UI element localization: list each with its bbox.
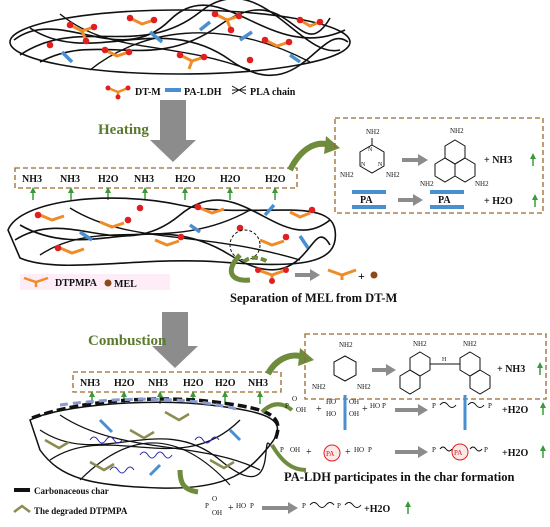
r1-ring-n-2: N xyxy=(361,162,366,168)
r2-ho-1: HO xyxy=(326,398,336,406)
separation-caption: Separation of MEL from DT-M xyxy=(230,291,398,305)
svg-text:+: + xyxy=(228,503,234,514)
r2-p-10: P xyxy=(250,502,254,510)
r2-h2o-3: +H2O xyxy=(364,504,390,515)
stage-heating-label: Heating xyxy=(98,122,149,138)
legend-bottom: Carbonaceous char The degraded DTPMPA xyxy=(13,486,128,516)
pla-symbol xyxy=(231,85,247,95)
legend-paldh: PA-LDH xyxy=(184,87,222,98)
gas-4: NH3 xyxy=(134,174,154,185)
pla-blob-top xyxy=(9,0,351,77)
r2-p-7: P xyxy=(432,446,436,454)
legend-dtpmpa: DTPMPA xyxy=(55,278,98,289)
gas-c-1: NH3 xyxy=(80,378,100,389)
gas-7: H2O xyxy=(265,174,286,185)
r2-pa-2: PA xyxy=(454,449,462,457)
legend-top: DT-M PA-LDH PLA chain xyxy=(105,85,296,100)
r2-p-8: P xyxy=(484,446,488,454)
reaction-box-heating: NH2 NH2 NH2 N N N NH2 NH2 NH2 + NH3 PA P… xyxy=(334,117,544,214)
svg-text:+: + xyxy=(358,269,365,283)
gas-6: H2O xyxy=(220,174,241,185)
r2-p-1: P xyxy=(285,402,289,410)
r2-ho-5: HO xyxy=(236,502,246,510)
pla-blob-middle xyxy=(7,197,337,271)
r2-nh3: + NH3 xyxy=(497,364,525,375)
r2-o-2: O xyxy=(212,495,217,503)
gas-c-4: H2O xyxy=(183,378,204,389)
char-blob xyxy=(29,397,280,489)
r2-amino-5: NH2 xyxy=(463,340,477,348)
legend-char: Carbonaceous char xyxy=(34,486,109,496)
r2-p-5: P xyxy=(280,446,284,454)
r2-p-9: P xyxy=(205,502,209,510)
combustion-arrow xyxy=(152,312,198,368)
svg-text:+: + xyxy=(306,447,312,458)
gas-c-5: H2O xyxy=(215,378,236,389)
r2-p-4: P xyxy=(488,402,492,410)
svg-text:+: + xyxy=(345,447,351,458)
r2-p-6: P xyxy=(368,446,372,454)
r1-ring-n-3: N xyxy=(378,162,383,168)
r2-h2o-2: +H2O xyxy=(502,448,528,459)
legend-middle: DTPMPA MEL xyxy=(20,274,170,290)
r1-pa-1: PA xyxy=(360,195,373,206)
r1-amino-2: NH2 xyxy=(340,171,354,179)
r1-amino-3: NH2 xyxy=(386,171,400,179)
r2-ho-2: HO xyxy=(326,410,336,418)
phosphonate-reactions: P O OH + HO HO OH OH + HO P P P +H2O P O… xyxy=(205,395,546,517)
r2-o-1: O xyxy=(292,395,297,403)
separation-scheme: + xyxy=(255,267,378,284)
r2-amino-2: NH2 xyxy=(312,383,326,391)
gas-c-2: H2O xyxy=(114,378,135,389)
gas-1: NH3 xyxy=(22,174,42,185)
r2-p-12: P xyxy=(337,502,341,510)
green-arrow-1 xyxy=(287,140,331,172)
paldh-symbol xyxy=(165,88,181,92)
r1-nh3: + NH3 xyxy=(484,155,512,166)
r2-oh-3: OH xyxy=(349,410,359,418)
legend-degraded: The degraded DTPMPA xyxy=(34,506,128,516)
svg-text:+: + xyxy=(362,404,368,415)
r2-bridge-h: H xyxy=(442,357,447,363)
heating-arrow xyxy=(150,100,196,162)
svg-text:+: + xyxy=(316,404,322,415)
r2-amino-4: NH2 xyxy=(413,340,427,348)
gas-box-heating: NH3 NH3 H2O NH3 H2O H2O H2O xyxy=(14,167,298,200)
r2-oh-2: OH xyxy=(349,398,359,406)
r1-amino-5: NH2 xyxy=(420,180,434,188)
gas-c-3: NH3 xyxy=(148,378,168,389)
r2-oh-5: OH xyxy=(212,509,222,517)
gas-2: NH3 xyxy=(60,174,80,185)
r2-oh-4: OH xyxy=(290,446,300,454)
r2-oh-1: OH xyxy=(296,406,306,414)
r2-p-11: P xyxy=(302,502,306,510)
r1-amino-4: NH2 xyxy=(450,127,464,135)
r1-pa-2: PA xyxy=(438,195,451,206)
r2-p-3: P xyxy=(432,402,436,410)
gas-3: H2O xyxy=(98,174,119,185)
gas-5: H2O xyxy=(175,174,196,185)
r2-ho-4: HO xyxy=(354,446,364,454)
r2-pa-1: PA xyxy=(326,450,334,458)
gas-c-6: NH3 xyxy=(248,378,268,389)
reaction-box-combustion: NH2 NH2 NH2 H NH2 NH2 + NH3 xyxy=(304,333,547,400)
r1-ring-n-1: N xyxy=(368,147,373,153)
green-arrow-separation xyxy=(228,253,251,283)
char-caption: PA-LDH participates in the char formatio… xyxy=(284,470,514,484)
r2-amino-1: NH2 xyxy=(339,341,353,349)
r2-h2o-1: +H2O xyxy=(502,405,528,416)
r1-amino-1: NH2 xyxy=(366,128,380,136)
legend-mel: MEL xyxy=(114,279,137,290)
r2-ho-3: HO xyxy=(370,402,380,410)
r2-amino-3: NH2 xyxy=(357,383,371,391)
stage-combustion-label: Combustion xyxy=(88,333,167,349)
r1-amino-6: NH2 xyxy=(475,180,489,188)
legend-pla: PLA chain xyxy=(250,87,296,98)
r2-p-2: P xyxy=(382,402,386,410)
green-arrow-3 xyxy=(260,402,294,414)
r1-h2o: + H2O xyxy=(484,196,513,207)
legend-dtm: DT-M xyxy=(135,87,161,98)
